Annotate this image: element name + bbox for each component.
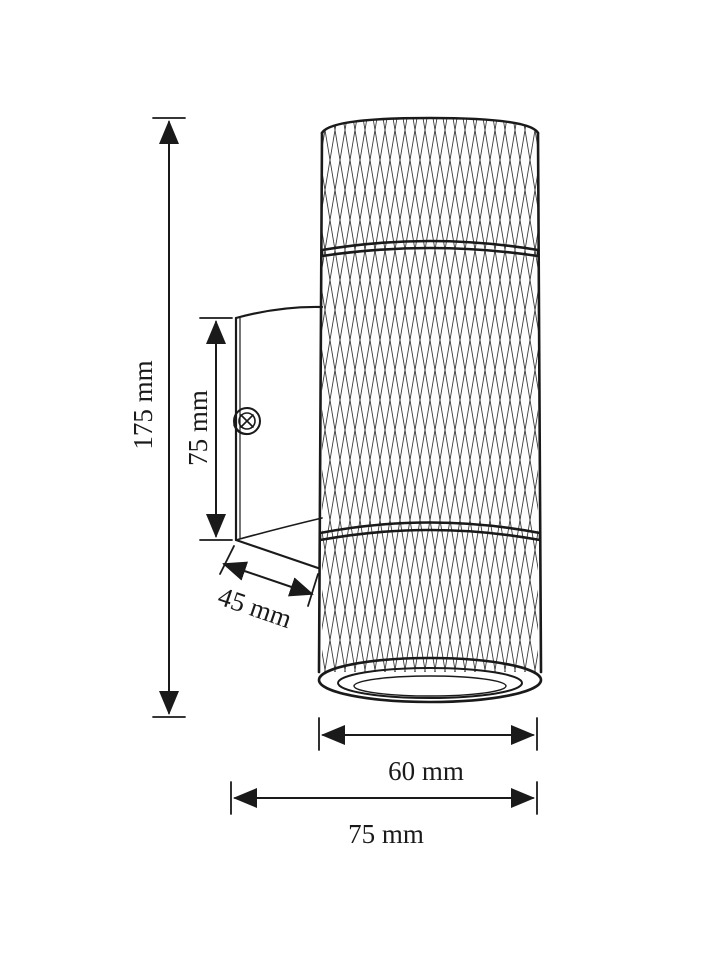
label-bracket-height: 75 mm <box>183 390 213 466</box>
dim-bracket-depth: 45 mm <box>214 545 319 634</box>
label-body-diameter: 60 mm <box>388 756 464 786</box>
knurl-lines <box>322 118 538 672</box>
dim-body-diameter: 60 mm <box>318 717 538 786</box>
label-bracket-depth: 45 mm <box>214 581 295 634</box>
dim-bracket-height: 75 mm <box>183 317 233 541</box>
label-total-width: 75 mm <box>348 819 424 849</box>
knurled-texture <box>322 118 538 672</box>
dim-total-width: 75 mm <box>230 781 538 849</box>
dim-total-height: 175 mm <box>128 117 186 718</box>
lamp-body <box>317 116 543 704</box>
wall-bracket <box>234 305 324 570</box>
label-total-height: 175 mm <box>128 360 158 449</box>
mounting-screw-icon <box>233 407 261 436</box>
